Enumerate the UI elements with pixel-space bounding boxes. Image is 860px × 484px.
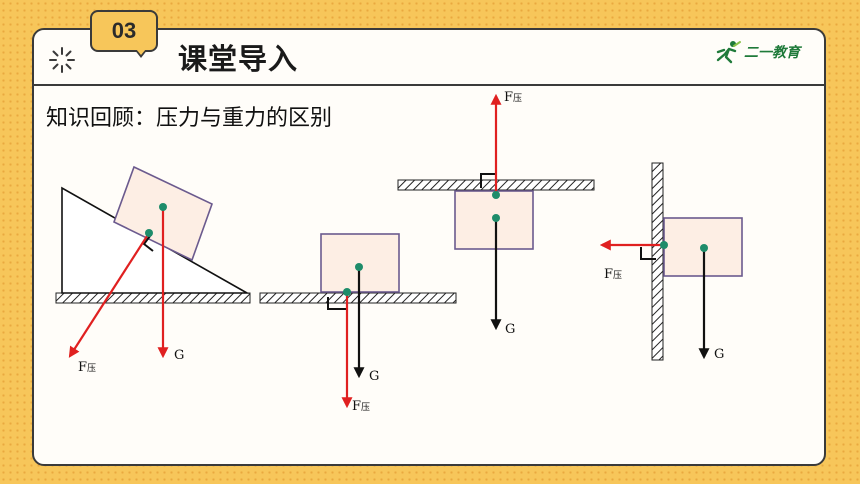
gravity-label: G (369, 369, 379, 384)
center-point (159, 203, 167, 211)
force-label: F压 (504, 90, 522, 105)
force-label: F压 (352, 399, 370, 414)
center-point (700, 244, 708, 252)
contact-point (145, 229, 153, 237)
tag-pointer-fill (136, 49, 146, 55)
section-title: 课堂导入 (178, 42, 299, 76)
contact-point (660, 241, 668, 249)
contact-point (343, 288, 351, 296)
brand-logo: 二一教育 (714, 40, 800, 64)
burst-icon (49, 47, 75, 73)
gravity-label: G (505, 322, 515, 337)
right-angle-mark (480, 173, 495, 188)
contact-point (492, 191, 500, 199)
incline-diagram: F压 G (55, 165, 251, 375)
right-angle-mark (327, 297, 346, 310)
wall-hatch (651, 162, 664, 361)
ceiling-diagram: F压 G (397, 90, 595, 337)
force-label: F压 (604, 267, 622, 282)
horizontal-diagram: F压 G (259, 233, 457, 414)
gravity-label: G (174, 348, 184, 363)
logo-text: 二一教育 (744, 45, 800, 61)
ground-hatch (55, 292, 251, 304)
right-angle-mark (640, 247, 656, 260)
section-number-tag: 03 (90, 10, 158, 52)
wall-diagram: F压 G (599, 162, 743, 362)
header-divider (34, 84, 824, 86)
center-point (492, 214, 500, 222)
pressure-arrow (68, 232, 150, 358)
center-point (355, 263, 363, 271)
subtitle: 知识回顾：压力与重力的区别 (46, 106, 333, 131)
force-label: F压 (78, 360, 96, 375)
runner-logo-icon (716, 41, 741, 64)
right-angle-mark (142, 235, 154, 252)
gravity-label: G (714, 347, 724, 362)
section-number: 03 (111, 18, 137, 43)
